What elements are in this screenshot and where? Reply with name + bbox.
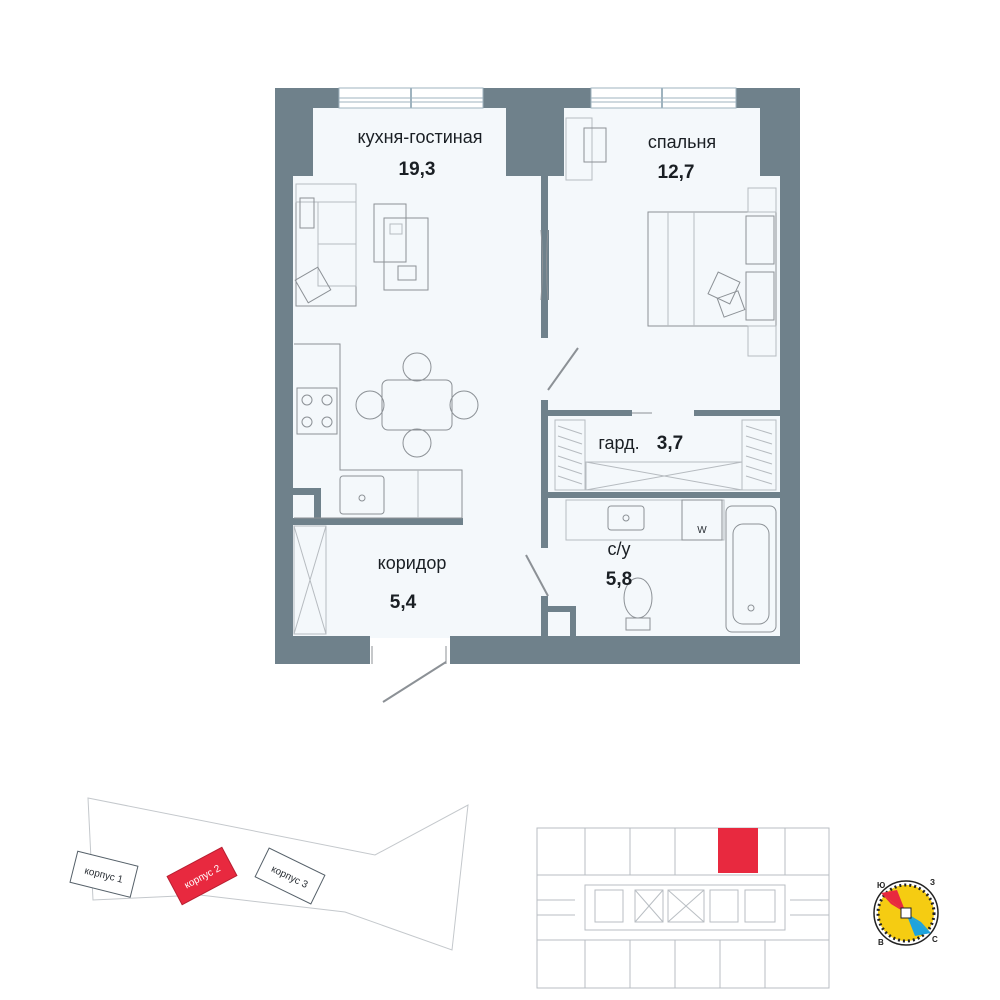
compass-east: В [878, 938, 884, 947]
coffee-table [373, 203, 429, 291]
wall-bath-door-stub [541, 596, 548, 636]
bathroom-area: 5,8 [606, 569, 632, 590]
wall-bath-shaft-side [570, 606, 576, 636]
wall-bath-shaft-top [548, 606, 576, 612]
wall-top-left [275, 88, 339, 108]
kitchen-counter [294, 343, 463, 519]
wall-wardrobe-top-right [694, 410, 780, 416]
sofa [294, 183, 357, 307]
bathroom-fixtures: W [565, 499, 777, 633]
bathroom-label: с/у [607, 539, 630, 559]
wall-bottom-right [450, 636, 800, 664]
wall-kitchen-corridor [293, 518, 463, 525]
door-kitchen-corridor [547, 347, 579, 391]
corridor-label: коридор [378, 553, 447, 573]
floor-area [292, 108, 780, 638]
wall-bottom-left [275, 636, 370, 664]
wall-corridor-east [541, 400, 548, 548]
compass-south: Ю [877, 881, 885, 890]
dining-table [355, 352, 479, 458]
entrance-door[interactable] [371, 646, 447, 703]
washer-mark: W [697, 525, 707, 536]
wall-shaft-side [314, 488, 321, 525]
wall-right [780, 88, 800, 664]
door-bathroom [525, 554, 549, 597]
wall-left [275, 88, 293, 664]
wardrobe-shelves [554, 419, 777, 491]
column-top-middle [506, 108, 564, 176]
site-plan: корпус 1 корпус 2 корпус 3 [69, 797, 469, 951]
compass-north: С [932, 935, 938, 944]
corridor-wardrobe [293, 525, 327, 635]
kitchen-living-area: 19,3 [399, 159, 436, 180]
bedroom-label: спальня [648, 132, 716, 152]
wardrobe-label: гард. [598, 433, 639, 453]
building-1[interactable]: корпус 1 [69, 850, 139, 898]
column-top-right [760, 108, 780, 176]
floor-key-plan [536, 827, 830, 989]
wardrobe-area: 3,7 [657, 433, 683, 454]
wall-shaft-top [293, 488, 321, 495]
wall-top-middle [483, 88, 591, 108]
bedroom-area: 12,7 [658, 162, 695, 183]
apartment-plan: W кухня-гостиная 19,3 спальня 12,7 гард.… [275, 87, 800, 703]
bedroom-desk [565, 117, 607, 181]
wall-kitchen-bedroom [541, 176, 548, 338]
window-kitchen [338, 87, 484, 109]
door-bedroom [540, 229, 549, 301]
wall-wardrobe-bottom [548, 492, 780, 498]
wall-wardrobe-top-left [548, 410, 632, 416]
building-3[interactable]: корпус 3 [254, 847, 326, 905]
kitchen-living-label: кухня-гостиная [358, 127, 483, 147]
corridor-area: 5,4 [390, 592, 417, 613]
building-2[interactable]: корпус 2 [166, 846, 238, 906]
compass: Ю З В С [873, 878, 939, 947]
bed [647, 187, 777, 357]
highlighted-apartment [718, 828, 758, 873]
compass-west: З [930, 878, 935, 887]
window-bedroom [590, 87, 737, 109]
column-top-left [293, 108, 313, 176]
